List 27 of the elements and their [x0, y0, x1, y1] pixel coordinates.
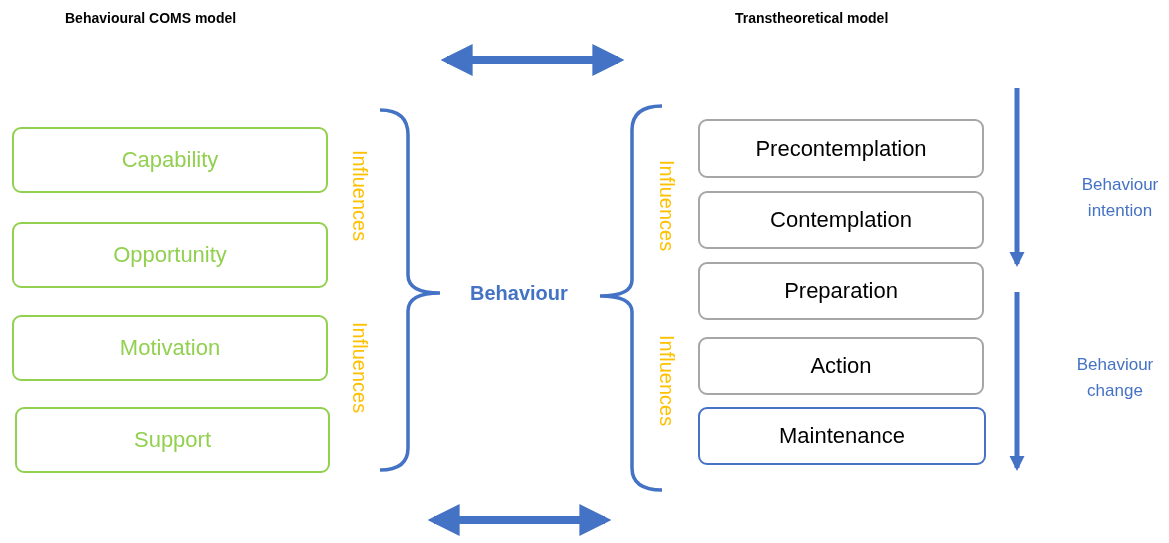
coms-box — [12, 222, 328, 288]
influence-label: Influences — [348, 322, 371, 414]
box-label: Motivation — [119, 335, 221, 361]
stage-box — [698, 262, 984, 320]
box-label: Maintenance — [779, 423, 905, 449]
box-label: Opportunity — [113, 242, 227, 268]
model-title: Behavioural COMS model — [65, 10, 237, 26]
phase-label: Behaviour intention — [1080, 174, 1160, 222]
influence-label: Influences — [348, 150, 371, 242]
coms-box — [12, 127, 328, 193]
coms-box — [15, 407, 330, 473]
influence-label: Influences — [655, 335, 678, 427]
box-label: Capability — [121, 147, 219, 173]
stage-box — [698, 337, 984, 395]
box-label: Preparation — [784, 278, 898, 304]
box-label: Precontemplation — [755, 135, 927, 162]
box-label: Contemplation — [770, 207, 912, 233]
stage-box — [698, 407, 986, 465]
influence-label: Influences — [655, 160, 678, 252]
model-title: Transtheoretical model — [735, 10, 889, 26]
stage-box — [698, 119, 984, 178]
box-label: Action — [810, 353, 872, 379]
central-label: Behaviour — [470, 282, 568, 305]
box-label: Support — [133, 427, 212, 453]
stage-box — [698, 191, 984, 249]
phase-label: Behaviour change — [1075, 354, 1155, 402]
coms-box — [12, 315, 328, 381]
